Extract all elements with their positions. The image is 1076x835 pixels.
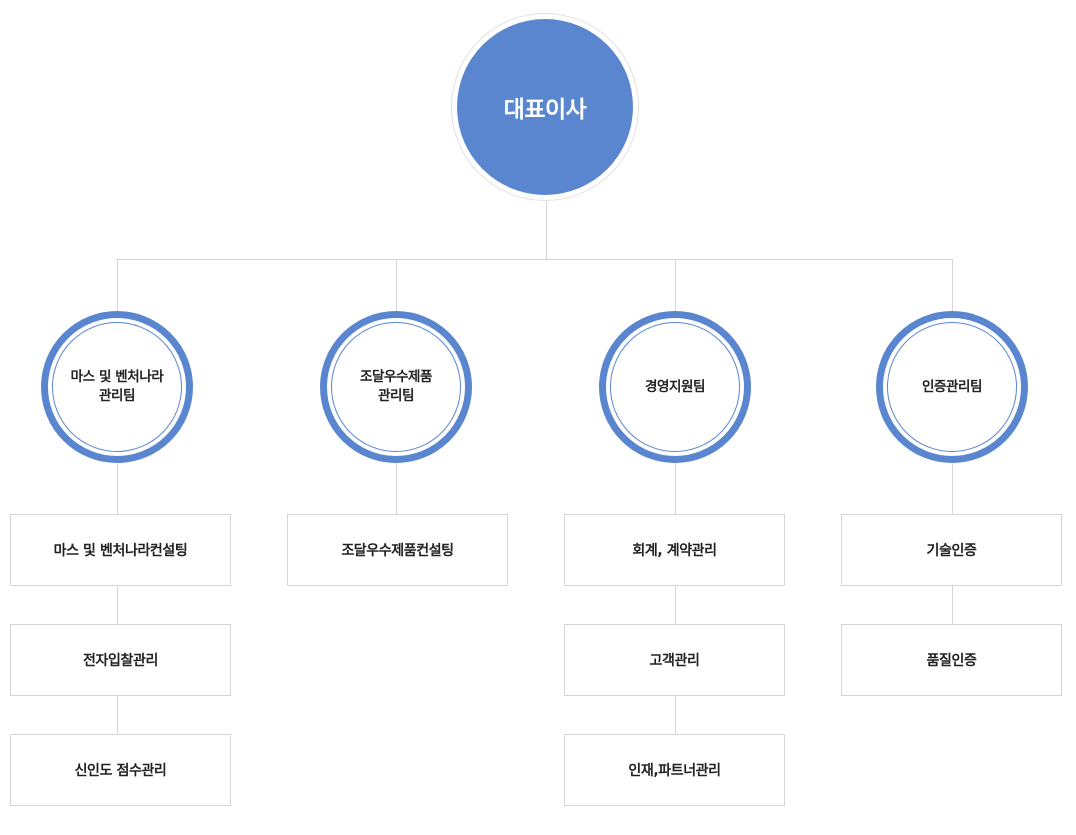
ceo-label: 대표이사 (503, 97, 587, 123)
task-label: 조달우수제품컨설팅 (341, 543, 454, 559)
task-label: 기술인증 (926, 543, 977, 559)
team-label: 경영지원팀 (644, 378, 706, 395)
task-label: 회계, 계약관리 (632, 543, 717, 559)
team-label: 마스 및 벤처나라 관리팀 (70, 369, 164, 404)
team-inner-ring: 경영지원팀 (610, 322, 740, 452)
task-box: 인재,파트너관리 (564, 734, 785, 806)
task-box: 기술인증 (841, 514, 1062, 586)
task-box: 고객관리 (564, 624, 785, 696)
team-node-certification: 인증관리팀 (876, 311, 1028, 463)
task-label: 마스 및 벤처나라컨설팅 (53, 543, 188, 559)
task-box: 전자입찰관리 (10, 624, 231, 696)
task-box: 마스 및 벤처나라컨설팅 (10, 514, 231, 586)
task-box: 회계, 계약관리 (564, 514, 785, 586)
task-label: 신인도 점수관리 (74, 763, 167, 779)
task-label: 전자입찰관리 (83, 653, 158, 669)
task-box: 품질인증 (841, 624, 1062, 696)
task-label: 인재,파트너관리 (628, 763, 721, 779)
team-label: 인증관리팀 (921, 378, 983, 395)
team-inner-ring: 조달우수제품 관리팀 (331, 322, 461, 452)
team-node-mas-venture: 마스 및 벤처나라 관리팀 (41, 311, 193, 463)
task-box: 조달우수제품컨설팅 (287, 514, 508, 586)
team-label: 조달우수제품 관리팀 (359, 369, 433, 404)
task-label: 품질인증 (926, 653, 977, 669)
team-inner-ring: 인증관리팀 (887, 322, 1017, 452)
team-node-procurement: 조달우수제품 관리팀 (320, 311, 472, 463)
task-label: 고객관리 (649, 653, 700, 669)
team-node-management-support: 경영지원팀 (599, 311, 751, 463)
ceo-circle: 대표이사 (457, 19, 633, 195)
task-box: 신인도 점수관리 (10, 734, 231, 806)
team-inner-ring: 마스 및 벤처나라 관리팀 (52, 322, 182, 452)
ceo-node: 대표이사 (451, 13, 639, 201)
